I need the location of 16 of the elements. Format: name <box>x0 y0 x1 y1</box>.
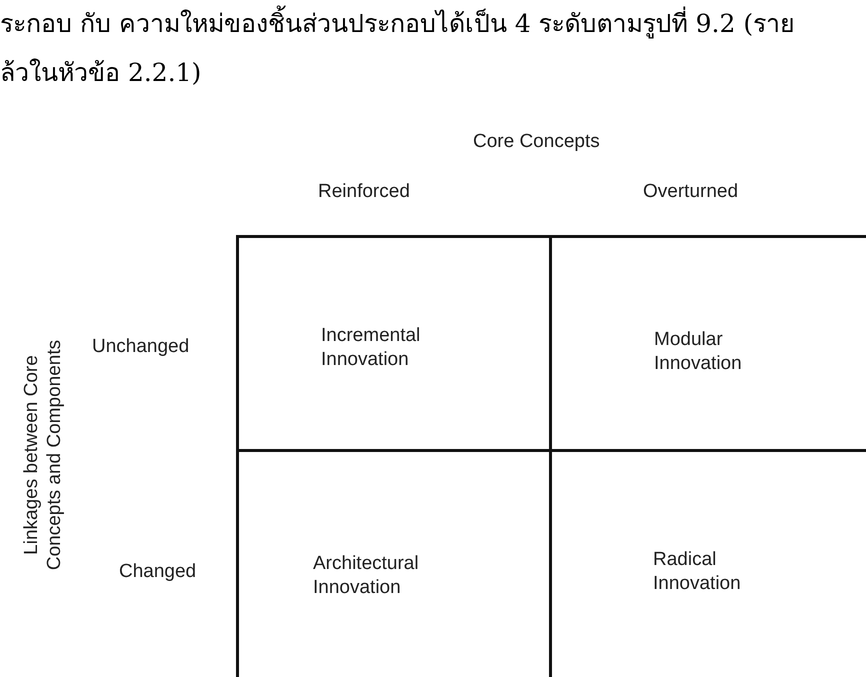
matrix-cell <box>236 235 551 451</box>
axis-title: Core Concepts <box>473 131 600 153</box>
matrix-cell <box>550 450 866 677</box>
cell-text: Modular Innovation <box>654 328 743 376</box>
row-header: Unchanged <box>92 336 190 358</box>
row-header: Changed <box>119 561 196 583</box>
cell-text: Architectural Innovation <box>313 552 420 600</box>
axis-title: Linkages between Core Concepts and Components <box>20 338 66 572</box>
body-text: ระกอบ กับ ความใหม่ของชิ้นส่วนประกอบได้เป็น 4 ระดับตามรูปที่ 9.2 (ราย <box>0 3 796 43</box>
column-header: Reinforced <box>318 181 410 203</box>
column-header: Overturned <box>643 181 738 203</box>
matrix-cell <box>236 450 551 677</box>
matrix-cell <box>550 235 866 451</box>
body-text: ล้วในหัวข้อ 2.2.1) <box>0 57 202 89</box>
cell-text: Radical Innovation <box>653 548 742 596</box>
cell-text: Incremental Innovation <box>321 324 422 372</box>
